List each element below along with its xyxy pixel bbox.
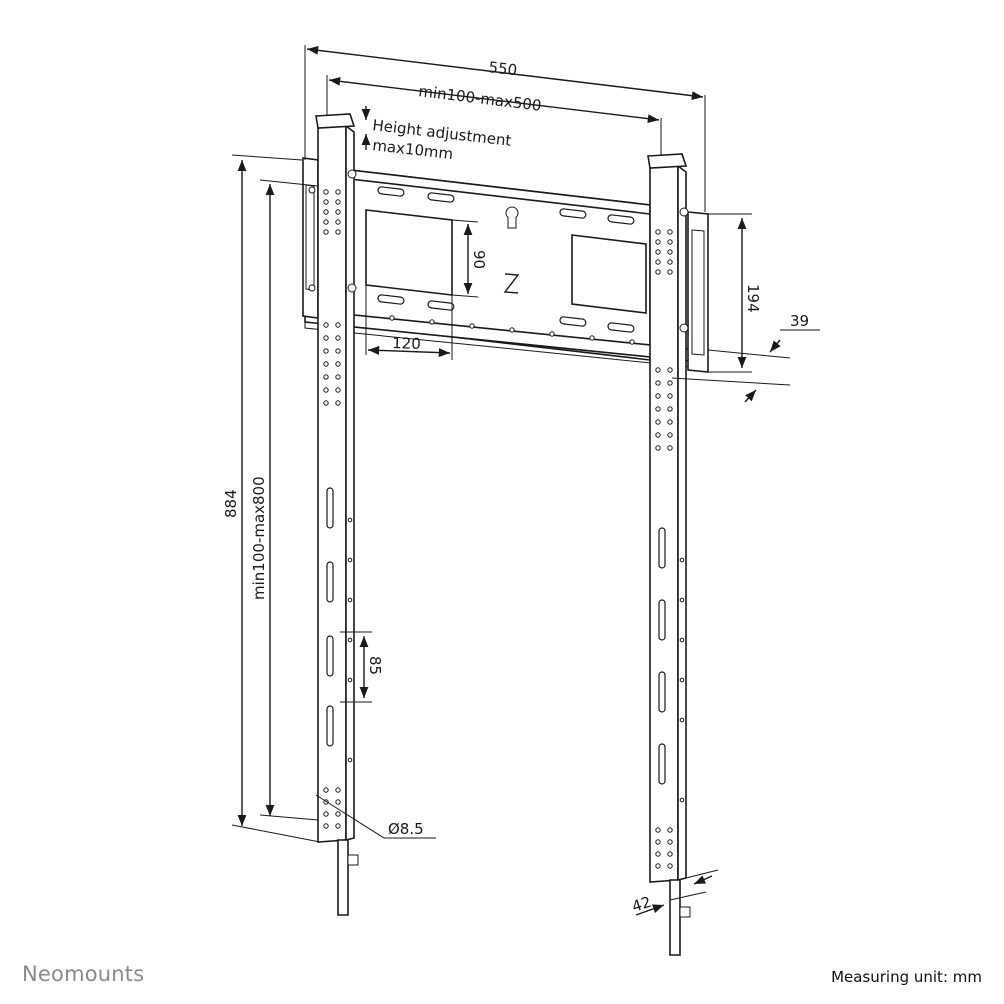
measuring-unit: Measuring unit: mm (831, 968, 982, 986)
wall-plate (304, 169, 701, 369)
dim-arm-depth: 42 (630, 893, 654, 916)
dim-rail-height: 194 (744, 284, 762, 313)
right-arm (647, 153, 709, 956)
rail-hole-row (389, 315, 635, 345)
dim-hole-diameter: Ø8.5 (388, 820, 424, 838)
square-cutout-right (571, 234, 647, 314)
dim-vesa-horizontal: min100-max500 (418, 82, 543, 115)
dim-square-height: 90 (470, 250, 488, 269)
keyhole-icon (505, 206, 519, 229)
dim-overall-height: 884 (222, 489, 240, 518)
dimension-lines (231, 45, 820, 916)
dim-vesa-vertical: min100-max800 (250, 476, 268, 600)
dim-square-width: 120 (392, 334, 421, 353)
dim-overall-width: 550 (488, 58, 519, 79)
square-cutout-left (365, 209, 453, 296)
z-logo-icon (503, 273, 520, 294)
dim-depth: 39 (790, 312, 809, 330)
brand-logo: Neomounts (22, 962, 145, 986)
dim-slot-pitch: 85 (366, 656, 384, 675)
left-arm (302, 113, 359, 916)
